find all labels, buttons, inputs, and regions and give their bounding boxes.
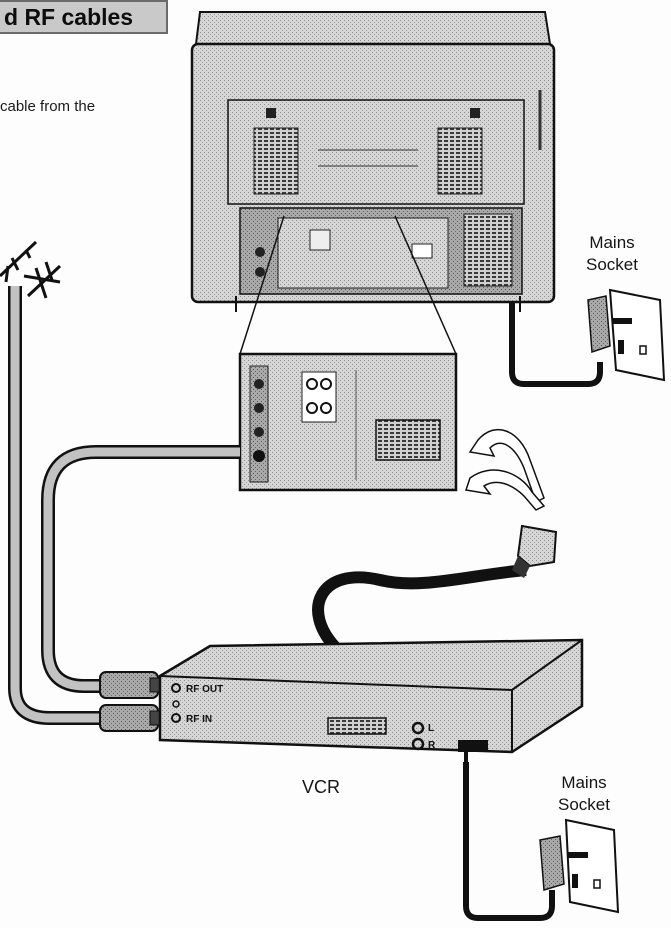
audio-r-label: R — [428, 740, 436, 751]
aerial-icon — [0, 240, 62, 299]
tv-mains-label-line2: Socket — [586, 255, 638, 274]
insert-arrows-icon — [465, 429, 546, 511]
tv-back — [190, 11, 556, 312]
vcr-mains-socket — [463, 762, 620, 921]
audio-l-label: L — [428, 723, 434, 734]
rf-cables — [7, 286, 240, 732]
vcr — [158, 638, 584, 764]
tv-mains-label-line1: Mains — [589, 233, 635, 252]
zoom-line-right — [394, 215, 457, 355]
vcr-mains-label-line2: Socket — [558, 795, 610, 814]
section-heading: d RF cables — [0, 0, 168, 34]
rf-in-label: RF IN — [186, 714, 212, 725]
vcr-mains-socket-label: Mains Socket — [558, 772, 610, 816]
tv-mains-socket-label: Mains Socket — [586, 232, 638, 276]
intro-text: cable from the — [0, 98, 96, 115]
vcr-mains-label-line1: Mains — [561, 773, 607, 792]
tv-mains-socket — [509, 288, 666, 387]
zoom-line-left — [239, 215, 285, 355]
rf-out-label: RF OUT — [186, 684, 223, 695]
tv-connector-panel — [238, 352, 458, 492]
vcr-label: VCR — [302, 777, 341, 797]
